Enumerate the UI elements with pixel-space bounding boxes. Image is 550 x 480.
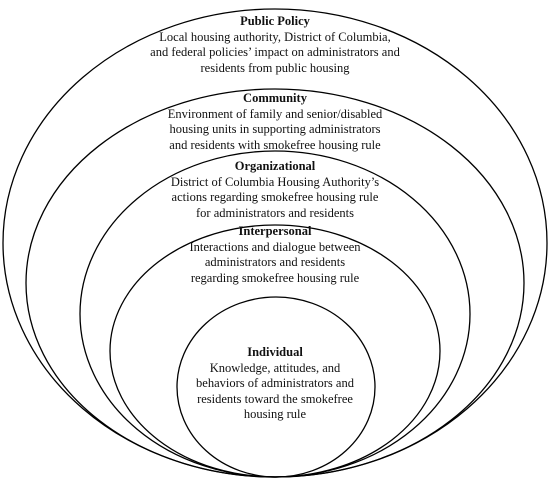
individual-ring [176,296,376,478]
interpersonal-title: Interpersonal [238,224,312,238]
public-policy-description: Local housing authority, District of Col… [150,29,400,75]
interpersonal-level: Interpersonal Interactions and dialogue … [180,224,370,286]
organizational-title: Organizational [234,159,316,173]
community-description: Environment of family and senior/disable… [167,106,383,152]
individual-title: Individual [247,345,303,359]
organizational-level: Organizational District of Columbia Hous… [165,159,385,221]
public-policy-title: Public Policy [240,14,310,28]
organizational-description: District of Columbia Housing Authority’s… [170,174,380,220]
community-title: Community [243,91,307,105]
individual-description: Knowledge, attitudes, and behaviors of a… [196,360,354,422]
individual-level: Individual Knowledge, attitudes, and beh… [195,345,355,423]
public-policy-level: Public Policy Local housing authority, D… [150,14,400,76]
community-level: Community Environment of family and seni… [160,91,390,153]
interpersonal-description: Interactions and dialogue between admini… [189,239,361,285]
